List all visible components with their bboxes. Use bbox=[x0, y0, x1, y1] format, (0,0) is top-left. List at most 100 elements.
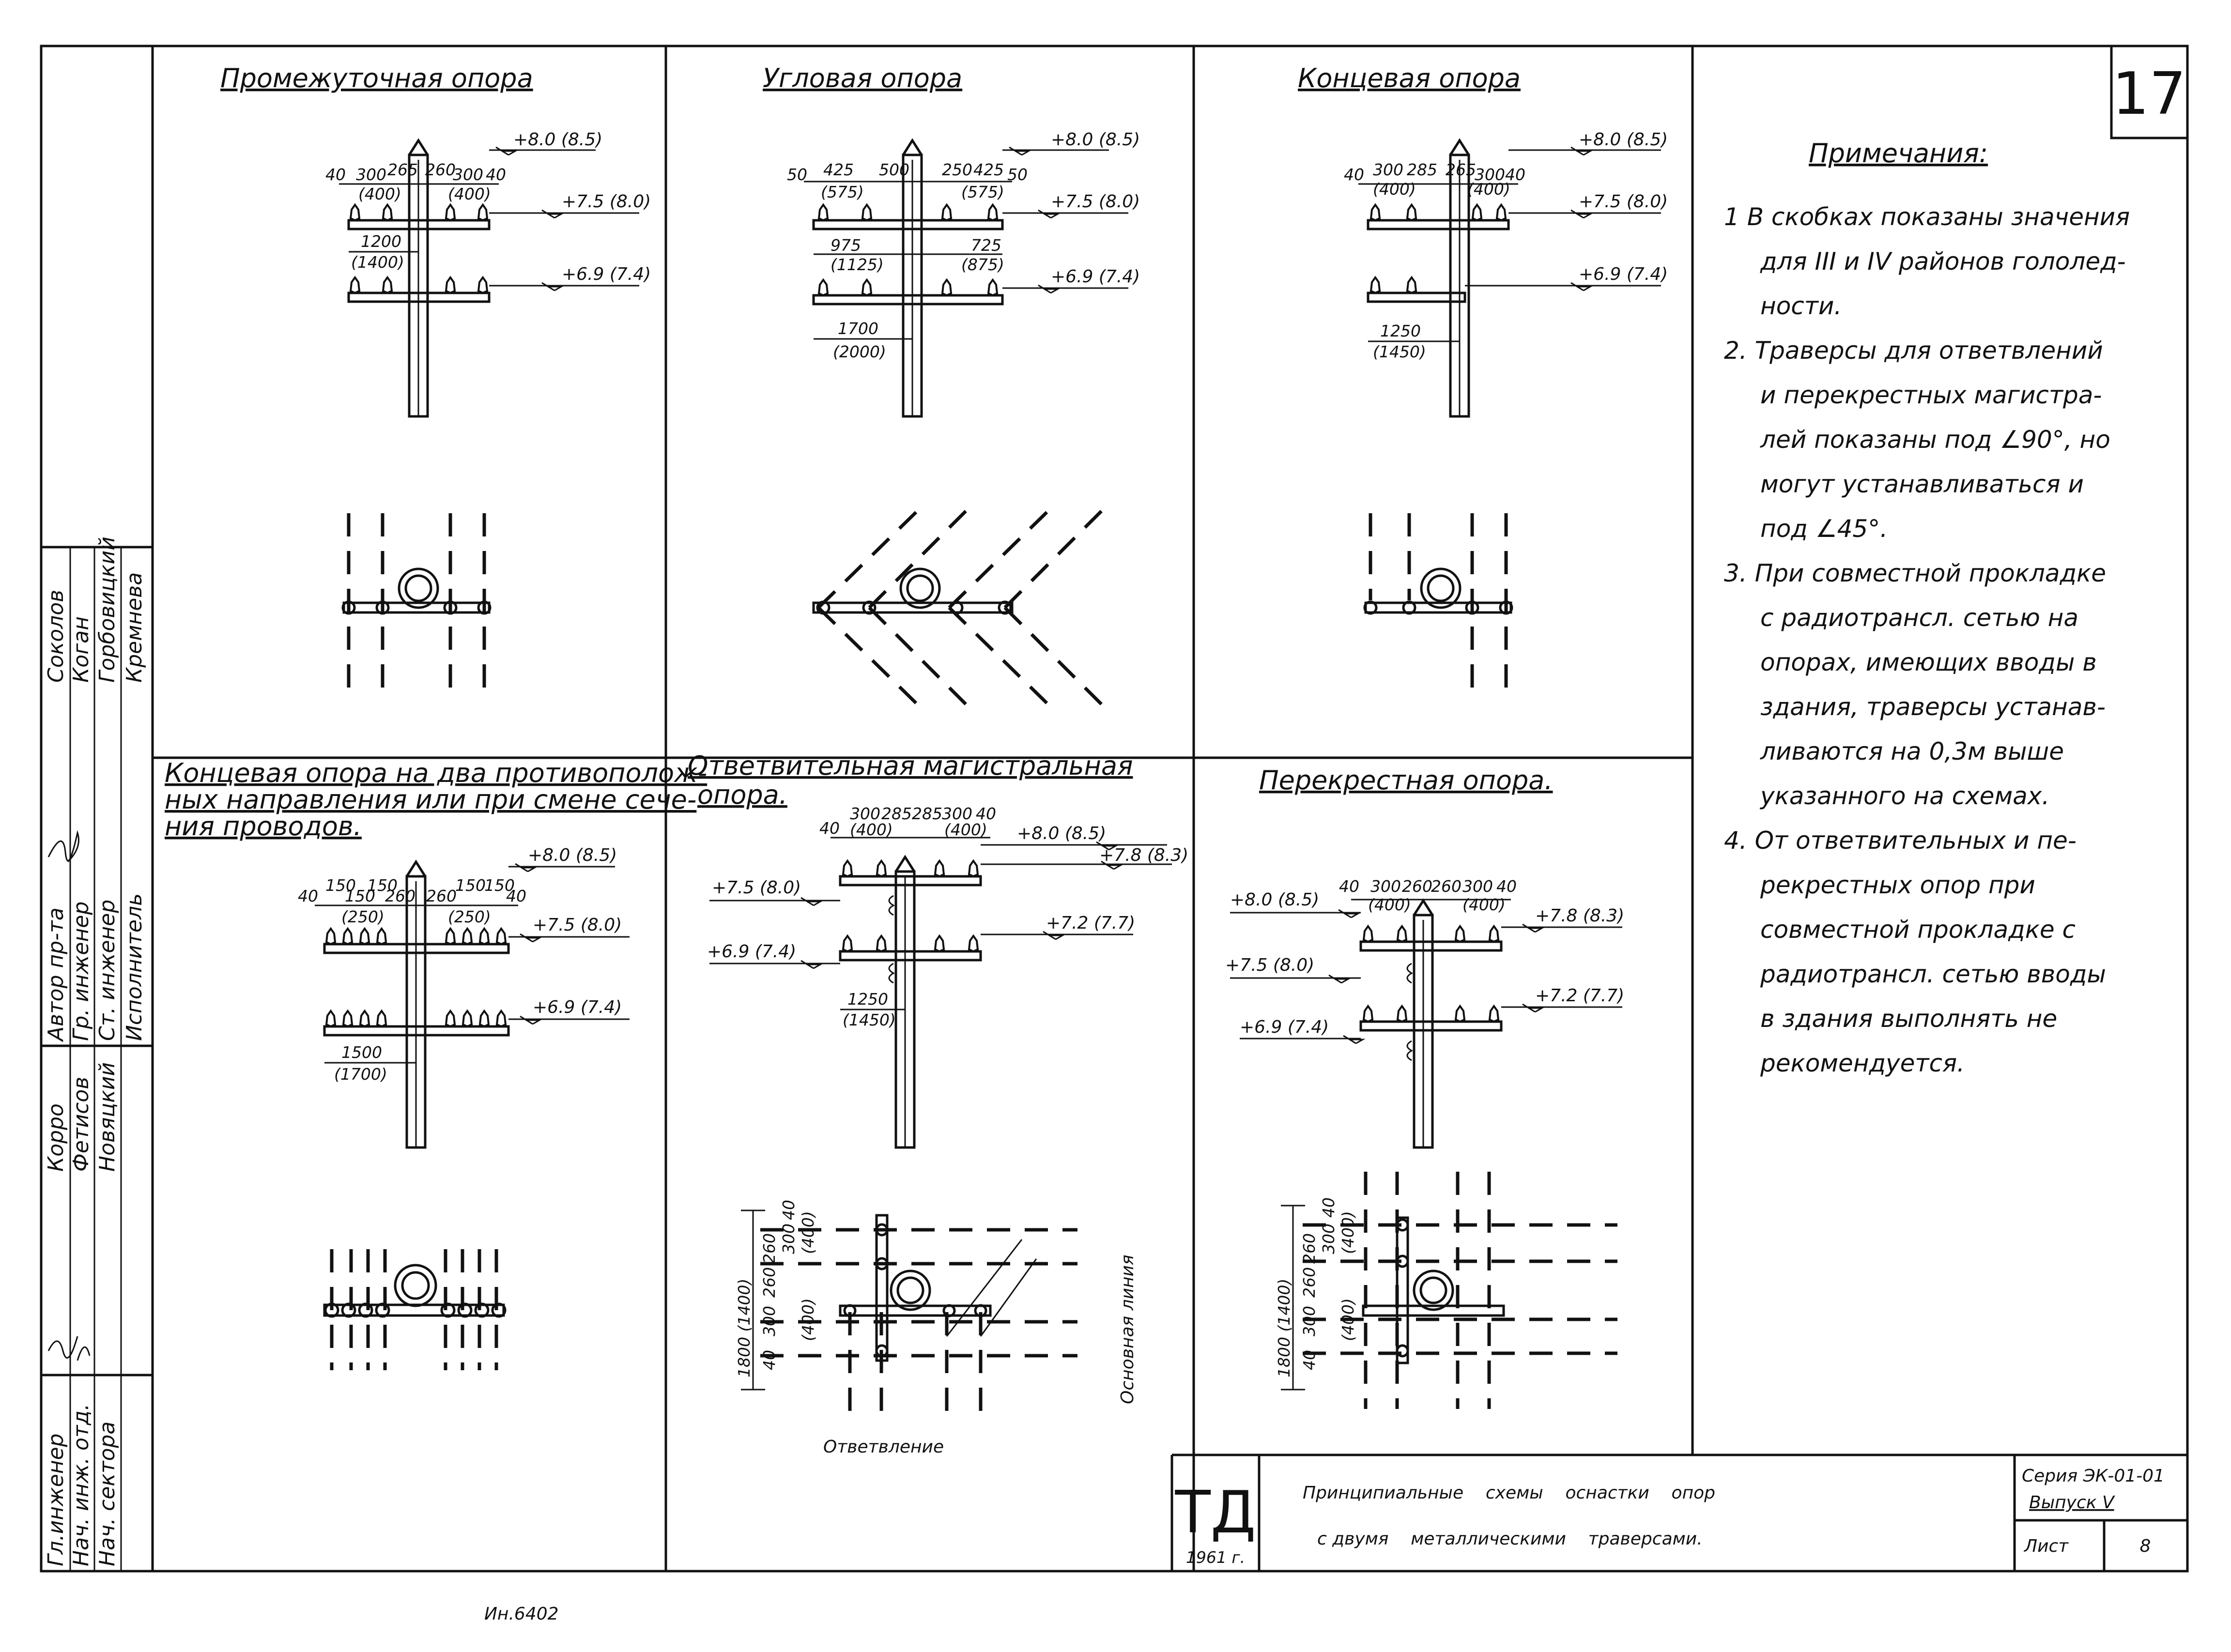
dim-label: 40 bbox=[819, 819, 840, 838]
stamp-role-b1: Гр. инженер bbox=[69, 902, 93, 1041]
level-label: +7.5 (8.0) bbox=[562, 192, 651, 212]
dim-label: 725 bbox=[971, 236, 1001, 255]
plan-dim: (400) bbox=[799, 1211, 817, 1254]
dim-label: 1500 bbox=[341, 1043, 382, 1062]
dim-label: (400) bbox=[1467, 180, 1510, 199]
dim-label: (1125) bbox=[831, 255, 884, 274]
note-line: 3. При совместной прокладке bbox=[1724, 559, 2106, 587]
dim-label: 975 bbox=[831, 236, 861, 255]
dim-label: (400) bbox=[1462, 895, 1506, 914]
stamp-role-b2: Ст. инженер bbox=[95, 900, 120, 1041]
plan-dim: (400) bbox=[799, 1298, 817, 1341]
dim-label: (250) bbox=[341, 907, 385, 926]
stamp-role-a0: Гл.инженер bbox=[44, 1434, 68, 1566]
level-label: +6.9 (7.4) bbox=[533, 997, 622, 1017]
dim-label: 40 bbox=[325, 165, 346, 184]
note-line: радиотрансл. сетью вводы bbox=[1760, 960, 2106, 988]
crossarm bbox=[839, 950, 982, 962]
title-line-1: Принципиальные схемы оснастки опор bbox=[1303, 1483, 1715, 1503]
plan-dim: 40 bbox=[1319, 1197, 1338, 1218]
dim-label: (400) bbox=[448, 184, 491, 203]
level-label: +6.9 (7.4) bbox=[1240, 1017, 1329, 1037]
note-line: совместной прокладке с bbox=[1760, 916, 2076, 944]
approval-stamp: Гл.инженер Нач. инж. отд. Нач. сектора К… bbox=[41, 536, 153, 1571]
sheet-number: 17 bbox=[2112, 61, 2186, 128]
level-label: +7.5 (8.0) bbox=[1225, 955, 1314, 975]
panel-title-line: Концевая опора на два противополож- bbox=[165, 758, 707, 788]
dim-label: 250 bbox=[942, 160, 972, 179]
plan-dim: 300 bbox=[1300, 1306, 1319, 1336]
panel-terminal: Концевая опора +8.0 (8.5) +7.5 (8.0) +6.… bbox=[1298, 63, 1668, 688]
crossarm bbox=[1367, 291, 1466, 303]
dim-label: (250) bbox=[448, 907, 491, 926]
crossarm bbox=[347, 219, 491, 230]
plan-wires bbox=[817, 502, 1110, 609]
level-label: +8.0 (8.5) bbox=[1230, 890, 1319, 910]
panel-angle: Угловая опора +8.0 (8.5) +7.5 (8.0) +6.9… bbox=[763, 63, 1140, 713]
plan-main-wires bbox=[1303, 1223, 1617, 1355]
crossarm bbox=[812, 294, 1004, 306]
dim-label: 300 bbox=[1373, 160, 1403, 179]
plan-dim: 300 bbox=[779, 1224, 798, 1254]
note-line: рекрестных опор при bbox=[1760, 871, 2035, 899]
level-label: +6.9 (7.4) bbox=[562, 264, 651, 284]
dim-label: 40 bbox=[1339, 877, 1359, 896]
stamp-name-b1: Коган bbox=[69, 616, 93, 683]
dim-label: 40 bbox=[486, 165, 506, 184]
dim-label: (1700) bbox=[334, 1065, 387, 1084]
level-label: +8.0 (8.5) bbox=[1051, 130, 1140, 150]
panel-intermediate: Промежуточная опора +8.0 (8.5) +7.5 (8.0… bbox=[220, 63, 651, 688]
plan-dim: 260 bbox=[760, 1267, 779, 1298]
note-line: 2. Траверсы для ответвлений bbox=[1724, 337, 2103, 365]
title-year: 1961 г. bbox=[1186, 1548, 1245, 1567]
note-line: рекомендуется. bbox=[1760, 1049, 1965, 1077]
crossarm bbox=[1359, 1020, 1503, 1032]
dim-label: 260 bbox=[425, 160, 456, 179]
panel-branch: Ответвительная магистральная опора. +7.5… bbox=[688, 750, 1188, 1457]
dim-label: (400) bbox=[944, 820, 987, 839]
stamp-name-a1: Фетисов bbox=[69, 1077, 93, 1172]
dim-label: (1450) bbox=[1373, 342, 1426, 361]
dim-label: 50 bbox=[787, 165, 807, 184]
crossarm bbox=[812, 219, 1004, 230]
outer-frame bbox=[40, 45, 2189, 1573]
dim-label: 285 bbox=[1407, 160, 1437, 179]
level-label: +7.2 (7.7) bbox=[1535, 986, 1624, 1006]
panel-title: Концевая опора bbox=[1298, 63, 1521, 93]
dim-label: 500 bbox=[879, 160, 909, 179]
crossarm bbox=[347, 291, 491, 303]
plan-wires bbox=[347, 513, 486, 688]
level-label: +7.2 (7.7) bbox=[1046, 913, 1135, 933]
title-block: ТД 1961 г. Принципиальные схемы оснастки… bbox=[1174, 1466, 2164, 1567]
crossarm bbox=[839, 875, 982, 887]
plan-dim: 300 bbox=[760, 1306, 779, 1336]
dim-label: (400) bbox=[1368, 895, 1411, 914]
level-label: +6.9 (7.4) bbox=[1051, 267, 1140, 287]
panel-title-line: Ответвительная магистральная bbox=[688, 750, 1133, 781]
sheet-value: 8 bbox=[2140, 1536, 2151, 1556]
dim-label: 425 bbox=[823, 160, 854, 179]
note-line: лей показаны под ∠90°, но bbox=[1760, 426, 2110, 454]
plan-dim: 300 bbox=[1319, 1224, 1338, 1254]
dim-label: (2000) bbox=[833, 342, 886, 361]
note-line: опорах, имеющих вводы в bbox=[1760, 648, 2097, 676]
note-line: ливаются на 0,3м выше bbox=[1760, 737, 2064, 765]
plan-wires bbox=[330, 1249, 498, 1370]
dim-label: (575) bbox=[821, 183, 864, 201]
dim-label: 300 bbox=[1475, 165, 1505, 184]
dim-label: (1450) bbox=[843, 1010, 896, 1029]
crossarm bbox=[1367, 219, 1510, 230]
plan-dim: 260 bbox=[760, 1233, 779, 1264]
plan-crossarm bbox=[875, 1214, 889, 1362]
plan-dim: 40 bbox=[1300, 1350, 1319, 1370]
dim-label: (400) bbox=[358, 184, 401, 203]
level-label: +8.0 (8.5) bbox=[1017, 824, 1106, 843]
dim-label: 1250 bbox=[1380, 321, 1421, 340]
plan-dim: 260 bbox=[1300, 1267, 1319, 1298]
plan-wires bbox=[817, 606, 1110, 713]
note-line: и перекрестных магистра- bbox=[1760, 381, 2102, 409]
plan-dim: (400) bbox=[1339, 1211, 1357, 1254]
sheet-number-box bbox=[2110, 45, 2189, 139]
